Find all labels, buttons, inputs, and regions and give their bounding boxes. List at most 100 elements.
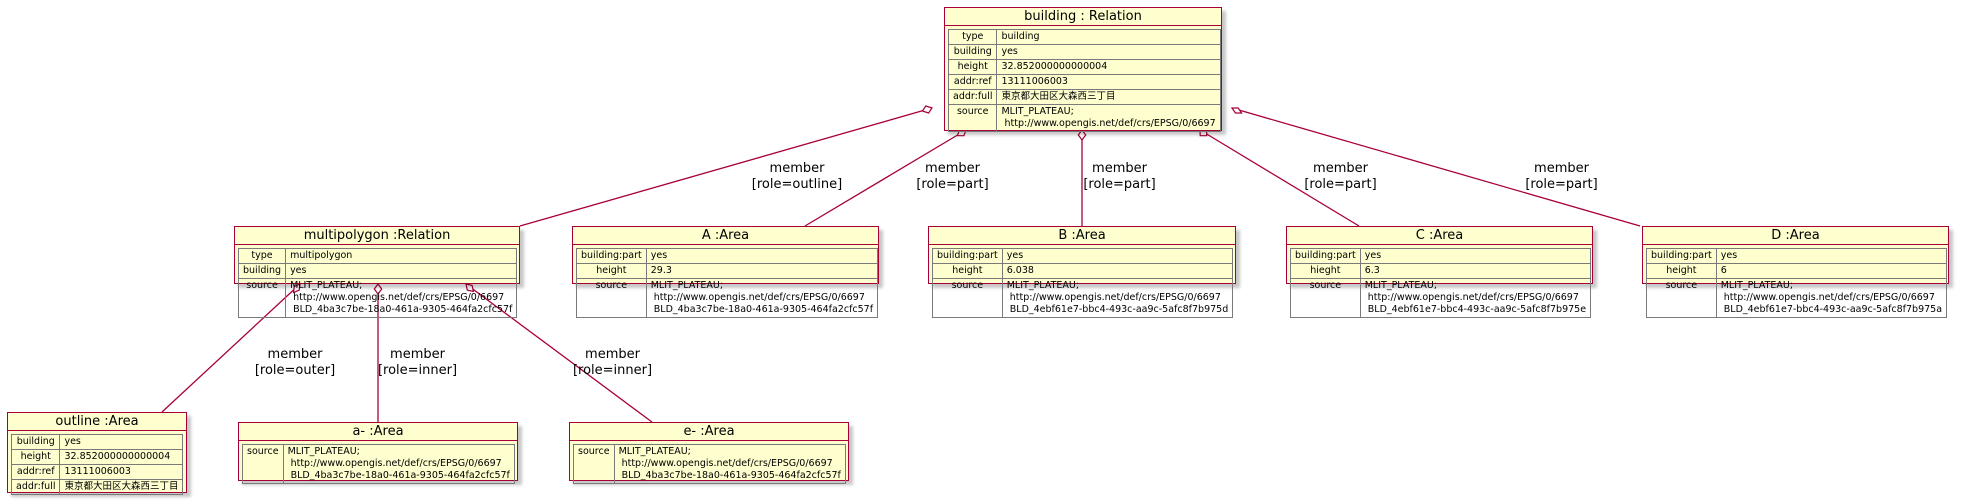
tag-key: source	[237, 278, 287, 318]
tag-key: height	[1646, 263, 1717, 279]
aggregation-diamond-icon	[1230, 107, 1243, 114]
tag-value: yes	[59, 434, 184, 450]
tag-value: MLIT_PLATEAU; http://www.opengis.net/def…	[1001, 278, 1234, 318]
tag-key: height	[576, 263, 647, 279]
edge-label-building-d: member [role=part]	[1525, 161, 1598, 192]
tag-value: MLIT_PLATEAU; http://www.opengis.net/def…	[285, 278, 518, 318]
tag-value: 6.038	[1001, 263, 1234, 279]
tag-key: type	[947, 29, 998, 45]
edge-line-building-a	[804, 129, 967, 227]
tag-value: yes	[285, 263, 518, 279]
tag-key: building:part	[576, 248, 647, 264]
node-title: e- :Area	[570, 423, 848, 441]
tag-key: type	[237, 248, 287, 264]
tag-value: MLIT_PLATEAU; http://www.opengis.net/def…	[645, 278, 879, 318]
tag-key: hieght	[1290, 263, 1361, 279]
tag-key: source	[1290, 278, 1361, 318]
edge-line-building-c	[1199, 129, 1360, 227]
tag-key: building:part	[1290, 248, 1361, 264]
tag-key: building	[237, 263, 287, 279]
tag-key: building	[947, 44, 998, 60]
tag-key: height	[10, 449, 61, 465]
tag-value: MLIT_PLATEAU; http://www.opengis.net/def…	[1359, 278, 1592, 318]
tag-value: 29.3	[645, 263, 879, 279]
tag-value: MLIT_PLATEAU; http://www.opengis.net/def…	[282, 444, 515, 484]
tag-value: MLIT_PLATEAU; http://www.opengis.net/def…	[613, 444, 846, 484]
tag-key: addr:full	[10, 479, 61, 495]
aggregation-diamond-icon	[921, 105, 933, 114]
edge-line-building-d	[1231, 107, 1641, 227]
node-title: A :Area	[573, 227, 878, 245]
edge-label-building-b: member [role=part]	[1083, 161, 1156, 192]
edge-label-multipolygon-a: member [role=inner]	[377, 347, 458, 378]
tag-key: building:part	[1646, 248, 1717, 264]
tag-key: source	[242, 444, 284, 484]
node-title: B :Area	[929, 227, 1235, 245]
node-title: a- :Area	[239, 423, 517, 441]
tag-key: source	[947, 104, 998, 132]
tag-key: addr:full	[947, 89, 998, 105]
tag-value: yes	[1359, 248, 1592, 264]
node-title: building : Relation	[945, 8, 1221, 26]
node-title: outline :Area	[8, 413, 186, 431]
tag-value: 6.3	[1359, 263, 1592, 279]
tag-value: yes	[996, 44, 1221, 60]
tag-value: yes	[1715, 248, 1948, 264]
tag-value: 32.852000000000004	[59, 449, 184, 465]
tag-key: source	[932, 278, 1003, 318]
edge-label-multipolygon-outline: member [role=outer]	[254, 347, 336, 378]
node-title: D :Area	[1643, 227, 1948, 245]
tag-value: 13111006003	[59, 464, 184, 480]
edge-label-multipolygon-e: member [role=inner]	[572, 347, 653, 378]
tag-key: source	[576, 278, 647, 318]
tag-key: building	[10, 434, 61, 450]
edge-line-building-multipolygon	[519, 107, 933, 227]
tag-key: height	[932, 263, 1003, 279]
tag-value: 東京都大田区大森西三丁目	[59, 479, 184, 495]
tag-value: multipolygon	[285, 248, 518, 264]
tag-key: addr:ref	[947, 74, 998, 90]
tag-value: 東京都大田区大森西三丁目	[996, 89, 1221, 105]
edge-label-building-a: member [role=part]	[916, 161, 989, 192]
edge-label-building-multipolygon: member [role=outline]	[751, 161, 843, 192]
tag-value: MLIT_PLATEAU; http://www.opengis.net/def…	[1715, 278, 1948, 318]
tag-key: height	[947, 59, 998, 75]
